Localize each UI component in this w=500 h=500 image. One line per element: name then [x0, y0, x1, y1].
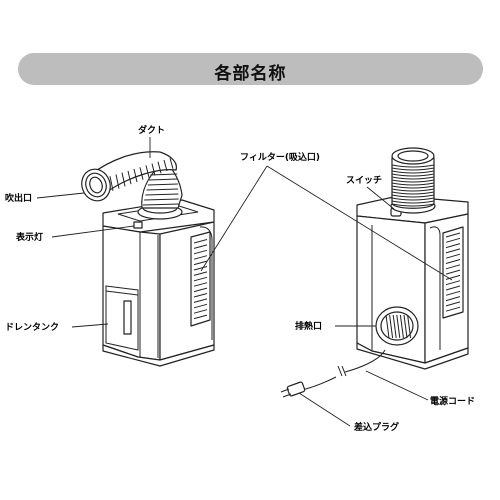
- label-power-cord: 電源コード: [430, 395, 475, 407]
- label-plug: 差込プラグ: [354, 421, 399, 433]
- title-bar: 各部名称: [18, 53, 483, 85]
- label-drain-tank: ドレンタンク: [5, 321, 59, 333]
- rear-duct-ribs: [391, 164, 435, 207]
- exhaust-fan-grille: [385, 314, 412, 339]
- label-indicator: 表示灯: [15, 231, 43, 243]
- leader-lines: [36, 137, 453, 427]
- page-title: 各部名称: [214, 64, 287, 84]
- rear-unit: [280, 147, 469, 398]
- front-unit: [81, 151, 215, 367]
- label-switch: スイッチ: [346, 175, 382, 186]
- label-filter: フィルター(吸込口): [240, 151, 320, 163]
- label-exhaust: 排熱口: [295, 320, 322, 332]
- rear-filter-grille: [445, 232, 461, 312]
- label-outlet: 吹出口: [5, 192, 32, 204]
- label-duct: ダクト: [138, 124, 165, 136]
- front-filter-grille: [193, 239, 208, 320]
